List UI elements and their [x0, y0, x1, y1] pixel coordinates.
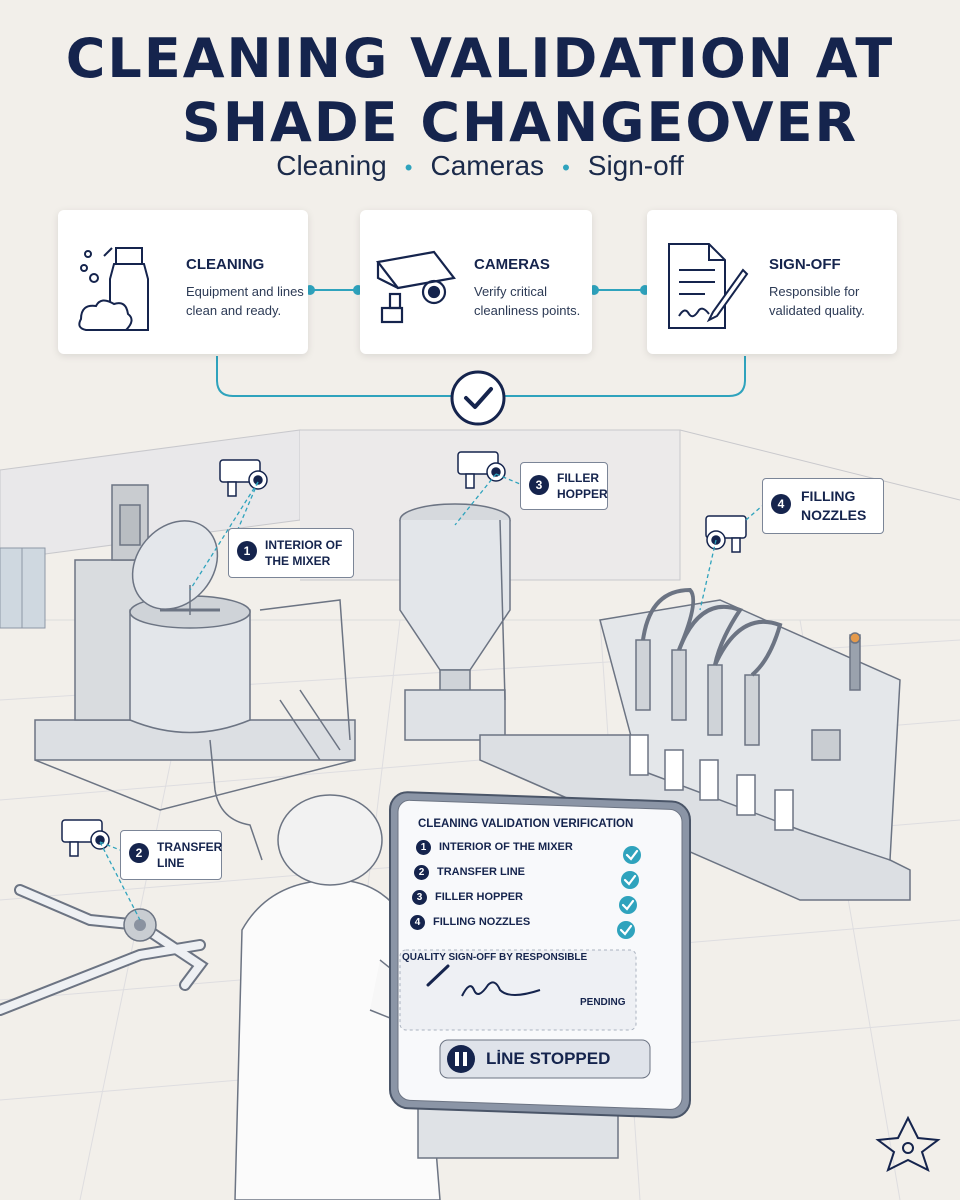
- filler-hopper: [399, 503, 511, 741]
- callout-label-line: FILLING: [801, 488, 856, 504]
- callout-label-line: HOPPER: [557, 487, 608, 501]
- page-title-line-1: CLEANING VALIDATION AT: [65, 27, 895, 90]
- checklist-row[interactable]: 4 FILLING NOZZLES: [410, 915, 530, 930]
- spray-bottle-icon: [78, 247, 149, 331]
- step-description: Equipment and lines clean and ready.: [186, 282, 304, 320]
- checklist-label: TRANSFER LINE: [437, 866, 525, 878]
- callout-label-line: INTERIOR OF: [265, 538, 343, 552]
- step-description: Responsible for validated quality.: [769, 282, 865, 320]
- checklist-number: 1: [416, 840, 431, 855]
- filling-machine: [479, 587, 911, 901]
- step-card-sign-off: SIGN-OFF Responsible for validated qualit…: [647, 210, 897, 354]
- subtitle-item: Cleaning: [276, 150, 387, 181]
- step-description-line: clean and ready.: [186, 303, 282, 318]
- callout-number: 2: [129, 843, 149, 863]
- callout-label-line: FILLER: [557, 471, 599, 485]
- subtitle-item: Cameras: [430, 150, 545, 181]
- callout-label: INTERIOR OF THE MIXER: [265, 537, 342, 569]
- callout-label: FILLER HOPPER: [557, 470, 608, 502]
- camera-icon: [61, 451, 747, 857]
- subtitle: Cleaning • Cameras • Sign-off: [0, 150, 960, 182]
- callout-label-line: TRANSFER: [157, 840, 223, 854]
- checklist-number: 3: [412, 890, 427, 905]
- checklist-label: FILLING NOZZLES: [433, 916, 531, 928]
- pipe-valve: [123, 908, 157, 942]
- step-description-line: validated quality.: [769, 303, 865, 318]
- callout-number: 1: [237, 541, 257, 561]
- checklist-row[interactable]: 3 FILLER HOPPER: [412, 890, 523, 905]
- callout-number: 4: [771, 494, 791, 514]
- checklist-row[interactable]: 2 TRANSFER LINE: [414, 865, 525, 880]
- step-title: SIGN-OFF: [769, 256, 841, 273]
- step-description-line: Verify critical: [474, 284, 547, 299]
- document-pen-icon: [668, 243, 749, 329]
- checklist-label: INTERIOR OF THE MIXER: [439, 841, 573, 853]
- bullet-dot: •: [404, 155, 413, 180]
- callout-label: TRANSFER LINE: [157, 839, 222, 871]
- check-list-marks: [617, 846, 641, 939]
- page-title-line-2: SHADE CHANGEOVER: [181, 91, 859, 154]
- mixer-machine: [34, 484, 356, 861]
- step-card-cleaning: CLEANING Equipment and lines clean and re…: [58, 210, 308, 354]
- step-card-cameras: CAMERAS Verify critical cleanliness point…: [360, 210, 592, 354]
- callout-number: 3: [529, 475, 549, 495]
- bullet-dot: •: [562, 155, 570, 180]
- pause-icon: [447, 1045, 475, 1073]
- callout-label-line: LINE: [157, 856, 185, 870]
- step-description-line: Responsible for: [769, 284, 860, 299]
- callout-label: FILLING NOZZLES: [801, 487, 866, 525]
- signoff-label: QUALITY SIGN-OFF BY RESPONSIBLE: [402, 952, 588, 963]
- step-description: Verify critical cleanliness points.: [474, 282, 580, 320]
- step-description-line: cleanliness points.: [474, 303, 581, 318]
- callout-filler-hopper: 3 FILLER HOPPER: [520, 462, 608, 510]
- step-title: CAMERAS: [474, 256, 550, 273]
- camera-sightlines: [99, 473, 763, 921]
- subtitle-item: Sign-off: [587, 150, 684, 181]
- kiosk-panel: [389, 791, 691, 1159]
- callout-label-line: NOZZLES: [801, 507, 867, 523]
- panel-title: CLEANING VALIDATION VERIFICATION: [418, 818, 634, 830]
- signoff-status: PENDING: [580, 997, 626, 1008]
- callout-transfer-line: 2 TRANSFER LINE: [120, 830, 222, 880]
- camera-icon: [376, 250, 456, 324]
- check-circle-icon: [450, 370, 506, 426]
- line-stopped-status[interactable]: LİNE STOPPED: [486, 1049, 611, 1068]
- step-description-line: Equipment and lines: [186, 284, 304, 299]
- callout-label-line: THE MIXER: [265, 554, 331, 568]
- step-title: CLEANING: [186, 256, 265, 273]
- pen-icon: [426, 964, 450, 987]
- logo-icon: [875, 1115, 941, 1172]
- callout-filling-nozzles: 4 FILLING NOZZLES: [762, 478, 884, 534]
- callout-interior-of-mixer: 1 INTERIOR OF THE MIXER: [228, 528, 354, 578]
- checklist-number: 2: [414, 865, 429, 880]
- checklist-number: 4: [410, 915, 425, 930]
- checklist-label: FILLER HOPPER: [435, 891, 524, 903]
- checklist-row[interactable]: 1 INTERIOR OF THE MIXER: [416, 840, 573, 855]
